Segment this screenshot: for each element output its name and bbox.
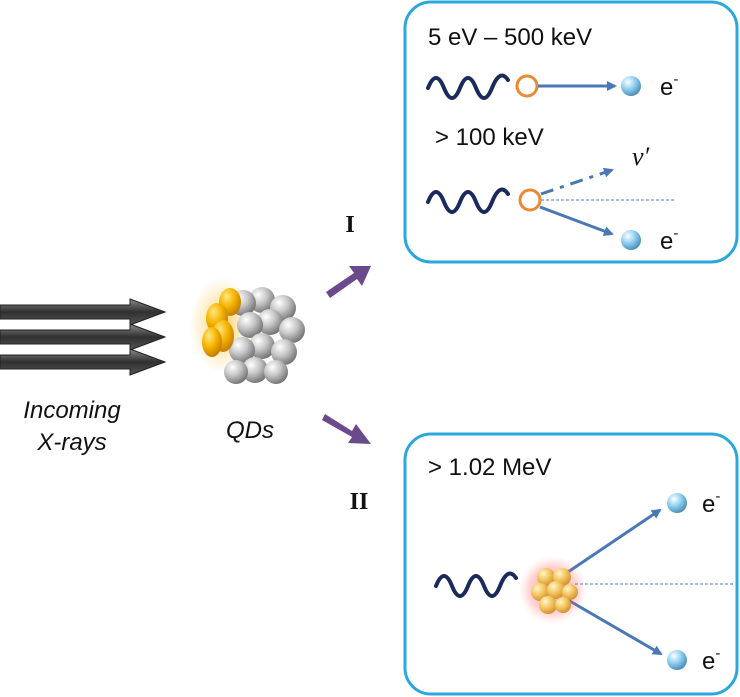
electron-label-4: e- xyxy=(702,645,720,675)
compton-electron-arrow xyxy=(539,205,614,236)
x-ray-arrows xyxy=(0,298,167,376)
pathway-arrows xyxy=(322,266,371,444)
electron-label-2: e- xyxy=(660,225,678,255)
qds-label: QDs xyxy=(226,417,274,444)
absorber-ring-1 xyxy=(515,74,539,98)
box-pair-production: > 1.02 MeV e- e- xyxy=(403,432,739,696)
scattered-photon-arrow xyxy=(540,167,614,196)
x-ray-arrow-1 xyxy=(0,298,167,326)
scattered-photon-label: ν′ xyxy=(632,142,650,171)
incident-photon-wave-1 xyxy=(426,73,510,100)
electron-3 xyxy=(667,493,687,513)
box-1-frame xyxy=(403,0,739,264)
absorber-ring-2 xyxy=(518,188,542,212)
electron-4 xyxy=(667,650,687,670)
pair-electron-arrow-up xyxy=(567,508,662,574)
x-ray-arrow-2 xyxy=(0,323,167,351)
incident-photon-wave-3 xyxy=(434,571,518,598)
box-photoelectric-compton: 5 eV – 500 keV e- > 100 keV ν′ e- xyxy=(403,0,739,264)
quantum-dot-cluster xyxy=(190,277,305,384)
incident-photon-wave-2 xyxy=(426,187,510,214)
pathway-numeral-1: I xyxy=(345,212,354,238)
x-ray-arrow-3 xyxy=(0,348,167,376)
incoming-label: Incoming xyxy=(23,397,121,424)
energy-range-label-2: > 100 keV xyxy=(435,124,544,151)
electron-2 xyxy=(621,230,641,250)
energy-range-label-3: > 1.02 MeV xyxy=(428,454,551,481)
x-rays-label: X-rays xyxy=(36,429,106,456)
pathway-numeral-2: II xyxy=(350,489,369,515)
nucleus xyxy=(519,556,587,624)
pair-electron-arrow-down xyxy=(567,598,663,656)
electron-label-3: e- xyxy=(702,488,720,518)
energy-range-label-1: 5 eV – 500 keV xyxy=(428,24,592,51)
electron-label-1: e- xyxy=(660,71,678,101)
pathway-arrow-2 xyxy=(322,414,371,444)
pathway-arrow-1 xyxy=(326,266,371,298)
electron-1 xyxy=(621,76,641,96)
